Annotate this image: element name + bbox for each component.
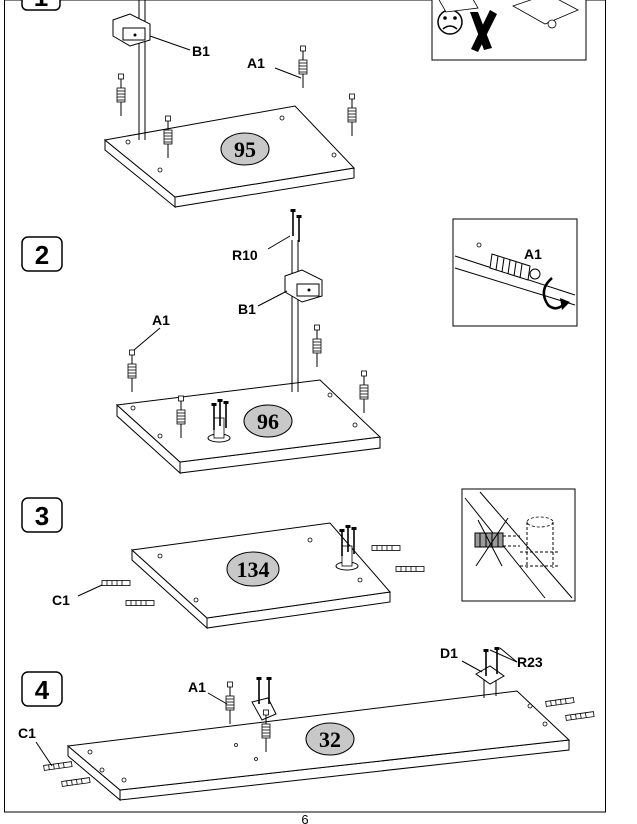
bracket	[207, 398, 231, 443]
page-frame	[4, 0, 606, 813]
step-number-badge: 4	[21, 671, 63, 707]
step-3: 3 134 C1	[21, 488, 576, 630]
part-label-a1: A1	[152, 312, 170, 328]
svg-text:2: 2	[35, 240, 49, 270]
detail-inset	[461, 488, 576, 602]
step-2: 2 96 R10 B1	[21, 208, 578, 475]
cam-bolt	[347, 93, 357, 137]
warning-inset	[431, 0, 587, 61]
dowel	[395, 566, 425, 572]
part-label-a1: A1	[524, 246, 542, 262]
dowel	[371, 545, 401, 551]
page-number: 6	[301, 812, 308, 824]
panel-board: 134	[130, 522, 391, 630]
part-label-b1: B1	[192, 43, 210, 59]
step-1: 1 95 B1 A1	[21, 0, 587, 209]
step-number-badge: 1	[21, 0, 61, 12]
bracket	[251, 676, 277, 753]
part-label-b1: B1	[238, 301, 256, 317]
board-part-number: 96	[257, 409, 279, 434]
part-label-r23: R23	[517, 654, 543, 670]
rotate-arrow-icon	[542, 277, 570, 310]
part-label-d1: D1	[440, 645, 458, 661]
svg-text:1: 1	[34, 0, 48, 12]
screw	[295, 214, 303, 243]
part-label-c1: C1	[18, 725, 36, 741]
board-part-number: 32	[319, 727, 341, 752]
cam-bolt	[359, 370, 369, 414]
panel-board: 32	[66, 690, 571, 802]
cam-bolt	[312, 324, 322, 368]
board-part-number: 95	[234, 137, 256, 162]
board-part-number: 134	[237, 557, 270, 582]
svg-text:3: 3	[35, 501, 49, 531]
dowel	[565, 711, 595, 721]
detail-inset: A1	[452, 218, 578, 327]
connector-fitting	[475, 646, 505, 698]
panel-board: 95	[103, 105, 356, 209]
dowel	[101, 580, 131, 586]
cam-bolt	[298, 45, 308, 89]
screw	[289, 208, 297, 237]
cam-lock	[284, 269, 323, 303]
cam-lock	[112, 13, 151, 47]
dowel	[545, 697, 575, 707]
part-label-a1: A1	[188, 679, 206, 695]
cam-bolt	[127, 349, 137, 393]
step-number-badge: 2	[21, 236, 63, 272]
dowel	[125, 600, 155, 606]
panel-board: 96	[115, 379, 382, 475]
bracket	[335, 524, 359, 571]
part-label-c1: C1	[52, 592, 70, 608]
dowel	[43, 761, 73, 771]
sad-face-icon	[437, 9, 463, 35]
dowel	[61, 777, 91, 787]
svg-text:4: 4	[35, 675, 50, 705]
part-label-a1: A1	[247, 55, 265, 71]
part-label-r10: R10	[232, 247, 258, 263]
step-4: 4 32 A1	[18, 645, 595, 802]
cross-mark-icon	[470, 10, 497, 52]
cam-bolt	[116, 73, 126, 117]
cam-bolt	[225, 681, 235, 725]
step-number-badge: 3	[21, 497, 63, 533]
